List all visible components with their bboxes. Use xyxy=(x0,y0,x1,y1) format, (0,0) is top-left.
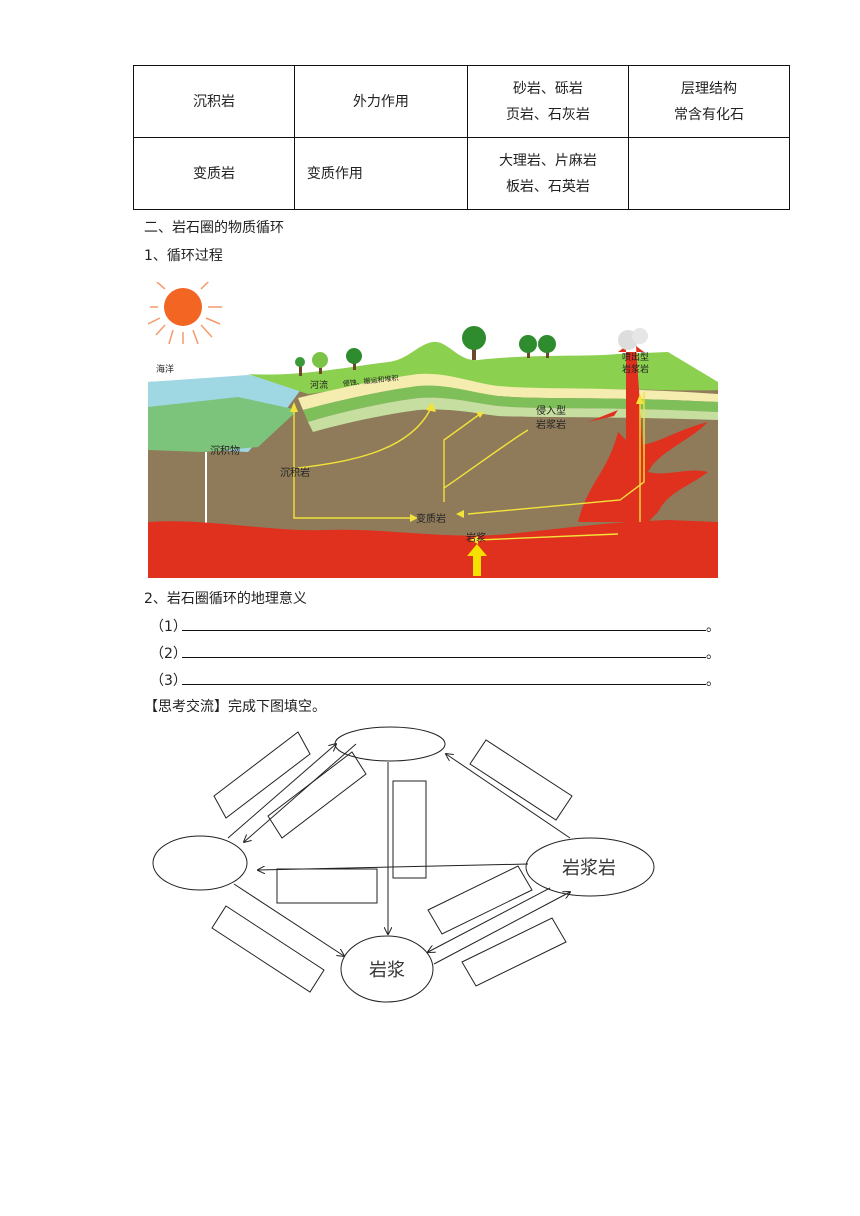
rock-features-cell-empty[interactable] xyxy=(629,138,790,210)
end-mark: 。 xyxy=(706,643,720,663)
rock-cycle-illustration: 海洋 河流 侵蚀、搬运和堆积 沉积物 沉积岩 侵入型 岩浆岩 喷出型 岩浆岩 变… xyxy=(148,282,718,578)
answer-line-3[interactable] xyxy=(182,684,706,685)
label-sediment: 沉积物 xyxy=(210,444,240,457)
table-row: 沉积岩 外力作用 砂岩、砾岩页岩、石灰岩 层理结构常含有化石 xyxy=(134,66,790,138)
item-label-3: （3） xyxy=(150,670,187,690)
answer-line-1[interactable] xyxy=(182,630,706,631)
rock-examples-cell: 砂岩、砾岩页岩、石灰岩 xyxy=(467,66,628,138)
item-label-1: （1） xyxy=(150,616,187,636)
label-sedimentary-rock: 沉积岩 xyxy=(280,466,310,479)
end-mark: 。 xyxy=(706,670,720,690)
answer-line-2[interactable] xyxy=(182,657,706,658)
label-intrusive-2: 岩浆岩 xyxy=(536,418,566,431)
label-intrusive-1: 侵入型 xyxy=(536,404,566,417)
subheading-significance: 2、岩石圈循环的地理意义 xyxy=(144,588,307,608)
magma-label: 岩浆 xyxy=(369,960,405,981)
label-extrusive-1: 喷出型 xyxy=(622,351,649,363)
rock-table: 沉积岩 外力作用 砂岩、砾岩页岩、石灰岩 层理结构常含有化石 变质岩 变质作用 … xyxy=(133,65,790,210)
label-magma: 岩浆 xyxy=(466,531,486,544)
rock-type-cell: 沉积岩 xyxy=(134,66,295,138)
end-mark: 。 xyxy=(706,616,720,636)
rock-process-cell: 变质作用 xyxy=(294,138,467,210)
think-prompt: 【思考交流】完成下图填空。 xyxy=(144,696,326,716)
rock-type-cell: 变质岩 xyxy=(134,138,295,210)
magma-rock-label: 岩浆岩 xyxy=(562,858,616,879)
label-ocean: 海洋 xyxy=(156,363,174,375)
fill-in-diagram: 岩浆岩 岩浆 xyxy=(140,718,670,1018)
label-metamorphic-rock: 变质岩 xyxy=(416,512,446,525)
rock-examples-cell: 大理岩、片麻岩板岩、石英岩 xyxy=(467,138,628,210)
label-river: 河流 xyxy=(310,379,328,391)
rock-features-cell: 层理结构常含有化石 xyxy=(629,66,790,138)
left-node-blank[interactable] xyxy=(153,836,247,890)
item-label-2: （2） xyxy=(150,643,187,663)
rock-process-cell: 外力作用 xyxy=(294,66,467,138)
table-row: 变质岩 变质作用 大理岩、片麻岩板岩、石英岩 xyxy=(134,138,790,210)
label-extrusive-2: 岩浆岩 xyxy=(622,363,649,375)
answer-box[interactable] xyxy=(212,732,572,992)
subheading-process: 1、循环过程 xyxy=(144,245,223,265)
section-heading: 二、岩石圈的物质循环 xyxy=(144,217,284,237)
top-node-blank[interactable] xyxy=(335,727,445,761)
